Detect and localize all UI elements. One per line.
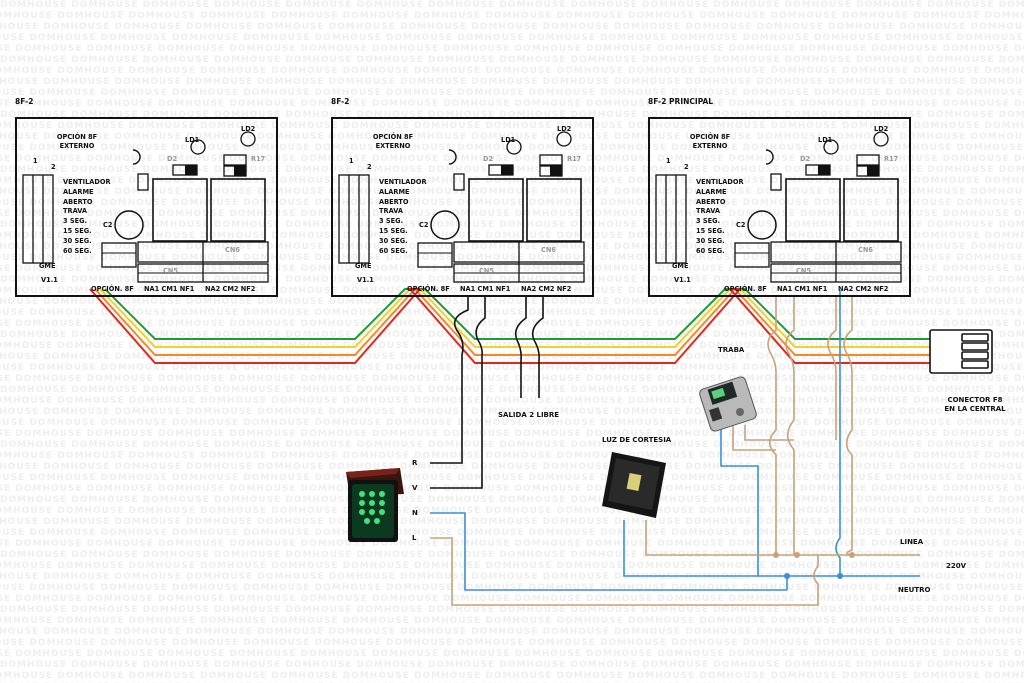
line-junction-dot xyxy=(794,552,800,558)
watermark-row: DOMHOUSE DOMHOUSE DOMHOUSE DOMHOUSE DOMH… xyxy=(0,363,1024,373)
neutral-wires xyxy=(430,290,920,591)
watermark-row: DOMHOUSE DOMHOUSE DOMHOUSE DOMHOUSE DOMH… xyxy=(0,110,1024,120)
watermark-row: DOMHOUSE DOMHOUSE DOMHOUSE DOMHOUSE DOMH… xyxy=(0,352,1024,362)
salida-wire-2 xyxy=(531,295,544,398)
bus-green-wire xyxy=(104,288,930,340)
bus-cables xyxy=(89,287,930,364)
watermark-row: DOMHOUSE DOMHOUSE DOMHOUSE DOMHOUSE DOMH… xyxy=(0,561,1024,571)
watermark-row: DOMHOUSE DOMHOUSE DOMHOUSE DOMHOUSE DOMH… xyxy=(0,528,1024,538)
watermark-row: DOMHOUSE DOMHOUSE DOMHOUSE DOMHOUSE DOMH… xyxy=(0,517,1024,527)
watermark-row: DOMHOUSE DOMHOUSE DOMHOUSE DOMHOUSE DOMH… xyxy=(0,77,1024,87)
watermark-row: DOMHOUSE DOMHOUSE DOMHOUSE DOMHOUSE DOMH… xyxy=(0,616,1024,626)
traba-label: TRABA xyxy=(718,346,745,354)
line-junction-dot xyxy=(773,552,779,558)
watermark-row: DOMHOUSE DOMHOUSE DOMHOUSE DOMHOUSE DOMH… xyxy=(0,605,1024,615)
line-to-na2-a xyxy=(827,295,837,440)
semaforo-l-label: L xyxy=(412,534,417,542)
watermark-row: DOMHOUSE DOMHOUSE DOMHOUSE DOMHOUSE DOMH… xyxy=(0,649,1024,659)
watermark-row: DOMHOUSE DOMHOUSE DOMHOUSE DOMHOUSE DOMH… xyxy=(0,99,1024,109)
traba-lock-device xyxy=(699,376,757,432)
line-to-na1-b xyxy=(785,295,795,555)
watermark-row: DOMHOUSE DOMHOUSE DOMHOUSE DOMHOUSE DOMH… xyxy=(0,44,1024,54)
relay-wire-v xyxy=(430,295,486,489)
line-wire-courtesy-light xyxy=(645,520,920,556)
line-to-na1-a xyxy=(767,295,777,555)
courtesy-light-device xyxy=(602,452,666,518)
neutral-wire-traba xyxy=(720,425,759,576)
watermark-row: DOMHOUSE DOMHOUSE DOMHOUSE DOMHOUSE DOMH… xyxy=(0,583,1024,593)
watermark-row: DOMHOUSE DOMHOUSE DOMHOUSE DOMHOUSE DOMH… xyxy=(0,33,1024,43)
watermark-row: DOMHOUSE DOMHOUSE DOMHOUSE DOMHOUSE DOMH… xyxy=(0,440,1024,450)
line-wire-traba-b xyxy=(744,425,794,441)
neutral-junction-dot xyxy=(837,573,843,579)
salida-label: SALIDA 2 LIBRE xyxy=(498,411,560,419)
watermark-row: DOMHOUSE DOMHOUSE DOMHOUSE DOMHOUSE DOMH… xyxy=(0,88,1024,98)
watermark-row: DOMHOUSE DOMHOUSE DOMHOUSE DOMHOUSE DOMH… xyxy=(0,429,1024,439)
f8-connector xyxy=(929,329,993,374)
watermark-row: DOMHOUSE DOMHOUSE DOMHOUSE DOMHOUSE DOMH… xyxy=(0,660,1024,670)
watermark-row: DOMHOUSE DOMHOUSE DOMHOUSE DOMHOUSE DOMH… xyxy=(0,297,1024,307)
relay-wire-r xyxy=(430,295,469,464)
watermark-row: DOMHOUSE DOMHOUSE DOMHOUSE DOMHOUSE DOMH… xyxy=(0,462,1024,472)
semaforo-n-label: N xyxy=(412,509,418,517)
watermark-row: DOMHOUSE DOMHOUSE DOMHOUSE DOMHOUSE DOMH… xyxy=(0,451,1024,461)
watermark-row: DOMHOUSE DOMHOUSE DOMHOUSE DOMHOUSE DOMH… xyxy=(0,374,1024,384)
neutral-wire-traffic-light xyxy=(430,512,787,591)
linea-label: LINEA xyxy=(900,538,924,546)
watermark-row: DOMHOUSE DOMHOUSE DOMHOUSE DOMHOUSE DOMH… xyxy=(0,308,1024,318)
watermark-row: DOMHOUSE DOMHOUSE DOMHOUSE DOMHOUSE DOMH… xyxy=(0,22,1024,32)
watermark-row: DOMHOUSE DOMHOUSE DOMHOUSE DOMHOUSE DOMH… xyxy=(0,385,1024,395)
neutro-label: NEUTRO xyxy=(898,586,931,594)
line-to-na2-b xyxy=(843,295,853,556)
watermark-row: DOMHOUSE DOMHOUSE DOMHOUSE DOMHOUSE DOMH… xyxy=(0,319,1024,329)
watermark-row: DOMHOUSE DOMHOUSE DOMHOUSE DOMHOUSE DOMH… xyxy=(0,418,1024,428)
semaforo-v-label: V xyxy=(412,484,418,492)
watermark-row: DOMHOUSE DOMHOUSE DOMHOUSE DOMHOUSE DOMH… xyxy=(0,330,1024,340)
watermark-row: DOMHOUSE DOMHOUSE DOMHOUSE DOMHOUSE DOMH… xyxy=(0,539,1024,549)
relay-wires-salida xyxy=(430,295,544,489)
watermark-row: DOMHOUSE DOMHOUSE DOMHOUSE DOMHOUSE DOMH… xyxy=(0,627,1024,637)
watermark-row: DOMHOUSE DOMHOUSE DOMHOUSE DOMHOUSE DOMH… xyxy=(0,638,1024,648)
watermark-row: DOMHOUSE DOMHOUSE DOMHOUSE DOMHOUSE DOMH… xyxy=(0,594,1024,604)
salida-wire-1 xyxy=(514,295,527,398)
traffic-light-device xyxy=(346,468,404,542)
watermark-row: DOMHOUSE DOMHOUSE DOMHOUSE DOMHOUSE DOMH… xyxy=(0,473,1024,483)
neutral-wire-courtesy-light xyxy=(623,520,787,577)
watermark-row: DOMHOUSE DOMHOUSE DOMHOUSE DOMHOUSE DOMH… xyxy=(0,484,1024,494)
watermark-row: DOMHOUSE DOMHOUSE DOMHOUSE DOMHOUSE DOMH… xyxy=(0,407,1024,417)
neutral-to-relay xyxy=(835,290,841,576)
watermark-row: DOMHOUSE DOMHOUSE DOMHOUSE DOMHOUSE DOMH… xyxy=(0,671,1024,681)
semaforo-r-label: R xyxy=(412,459,418,467)
luz-cortesia-label: LUZ DE CORTESIA xyxy=(602,436,672,444)
watermark-row: DOMHOUSE DOMHOUSE DOMHOUSE DOMHOUSE DOMH… xyxy=(0,495,1024,505)
line-junction-dot xyxy=(849,552,855,558)
watermark-row: DOMHOUSE DOMHOUSE DOMHOUSE DOMHOUSE DOMH… xyxy=(0,396,1024,406)
watermark-row: DOMHOUSE DOMHOUSE DOMHOUSE DOMHOUSE DOMH… xyxy=(0,11,1024,21)
watermark-row: DOMHOUSE DOMHOUSE DOMHOUSE DOMHOUSE DOMH… xyxy=(0,572,1024,582)
watermark-row: DOMHOUSE DOMHOUSE DOMHOUSE DOMHOUSE DOMH… xyxy=(0,66,1024,76)
bus-yellow-wire xyxy=(99,288,930,348)
neutral-junction-dot xyxy=(784,573,790,579)
watermark-row: DOMHOUSE DOMHOUSE DOMHOUSE DOMHOUSE DOMH… xyxy=(0,506,1024,516)
bus-red-wire xyxy=(89,288,930,364)
line-wires xyxy=(430,295,920,606)
line-wire-traffic-light xyxy=(430,537,819,606)
watermark-row: DOMHOUSE DOMHOUSE DOMHOUSE DOMHOUSE DOMH… xyxy=(0,550,1024,560)
watermark-row: DOMHOUSE DOMHOUSE DOMHOUSE DOMHOUSE DOMH… xyxy=(0,0,1024,10)
voltage-label: 220V xyxy=(946,562,967,570)
watermark-row: DOMHOUSE DOMHOUSE DOMHOUSE DOMHOUSE DOMH… xyxy=(0,55,1024,65)
bus-orange-wire xyxy=(94,287,930,356)
line-wire-traba-a xyxy=(732,425,776,451)
